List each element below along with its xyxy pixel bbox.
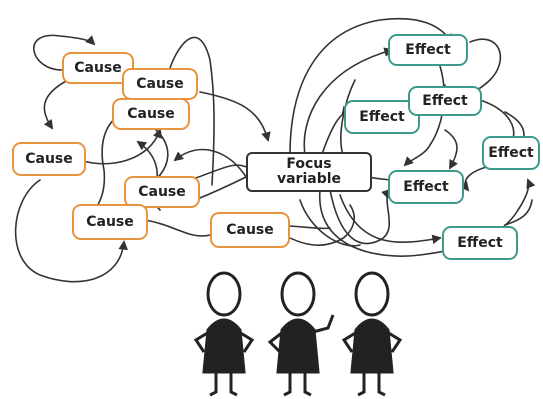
connector: [173, 148, 249, 181]
connector: [504, 199, 533, 226]
connector: [189, 164, 249, 181]
people-group: [193, 271, 403, 397]
connector: [274, 204, 355, 246]
effect-node: Effect: [442, 226, 518, 260]
effect-label: Effect: [488, 144, 534, 161]
focus-label-line1: Focus: [286, 156, 332, 173]
connector: [444, 129, 458, 170]
connector: [299, 199, 361, 247]
effect-node: Effect: [344, 100, 420, 134]
effect-node: Effect: [388, 34, 468, 66]
connector: [14, 179, 128, 283]
connector: [194, 174, 251, 201]
cause-label: Cause: [226, 221, 274, 238]
effect-label: Effect: [422, 92, 468, 109]
person-figure: [267, 271, 335, 397]
cause-label: Cause: [86, 213, 134, 230]
cause-node: Cause: [112, 98, 190, 130]
cause-label: Cause: [138, 183, 186, 200]
connector: [303, 47, 394, 156]
cause-label: Cause: [127, 105, 175, 122]
focus-label-line2: variable: [276, 171, 342, 187]
effect-node: Effect: [408, 86, 482, 116]
connector: [43, 79, 69, 130]
cause-node: Cause: [12, 142, 86, 176]
cause-label: Cause: [74, 59, 122, 76]
connector: [289, 17, 454, 156]
connector: [199, 91, 271, 142]
effect-label: Effect: [403, 178, 449, 195]
person-figure: [193, 271, 255, 397]
connector: [329, 188, 392, 245]
connector: [169, 36, 215, 186]
focus-variable-node: Focus variable: [246, 152, 372, 192]
person-figure: [341, 271, 403, 397]
effect-node: Effect: [388, 170, 464, 204]
cause-node: Cause: [62, 52, 134, 84]
effect-label: Effect: [359, 108, 405, 125]
cause-node: Cause: [72, 204, 148, 240]
connector: [79, 128, 163, 165]
cause-node: Cause: [122, 68, 198, 100]
effect-node: Effect: [482, 136, 540, 170]
effect-label: Effect: [405, 41, 451, 58]
connector: [33, 34, 96, 71]
connector: [339, 194, 442, 245]
connector: [144, 219, 211, 237]
cause-label: Cause: [136, 75, 184, 92]
cause-node: Cause: [210, 212, 290, 248]
cause-node: Cause: [124, 176, 200, 208]
cause-label: Cause: [25, 150, 73, 167]
effect-label: Effect: [457, 234, 503, 251]
